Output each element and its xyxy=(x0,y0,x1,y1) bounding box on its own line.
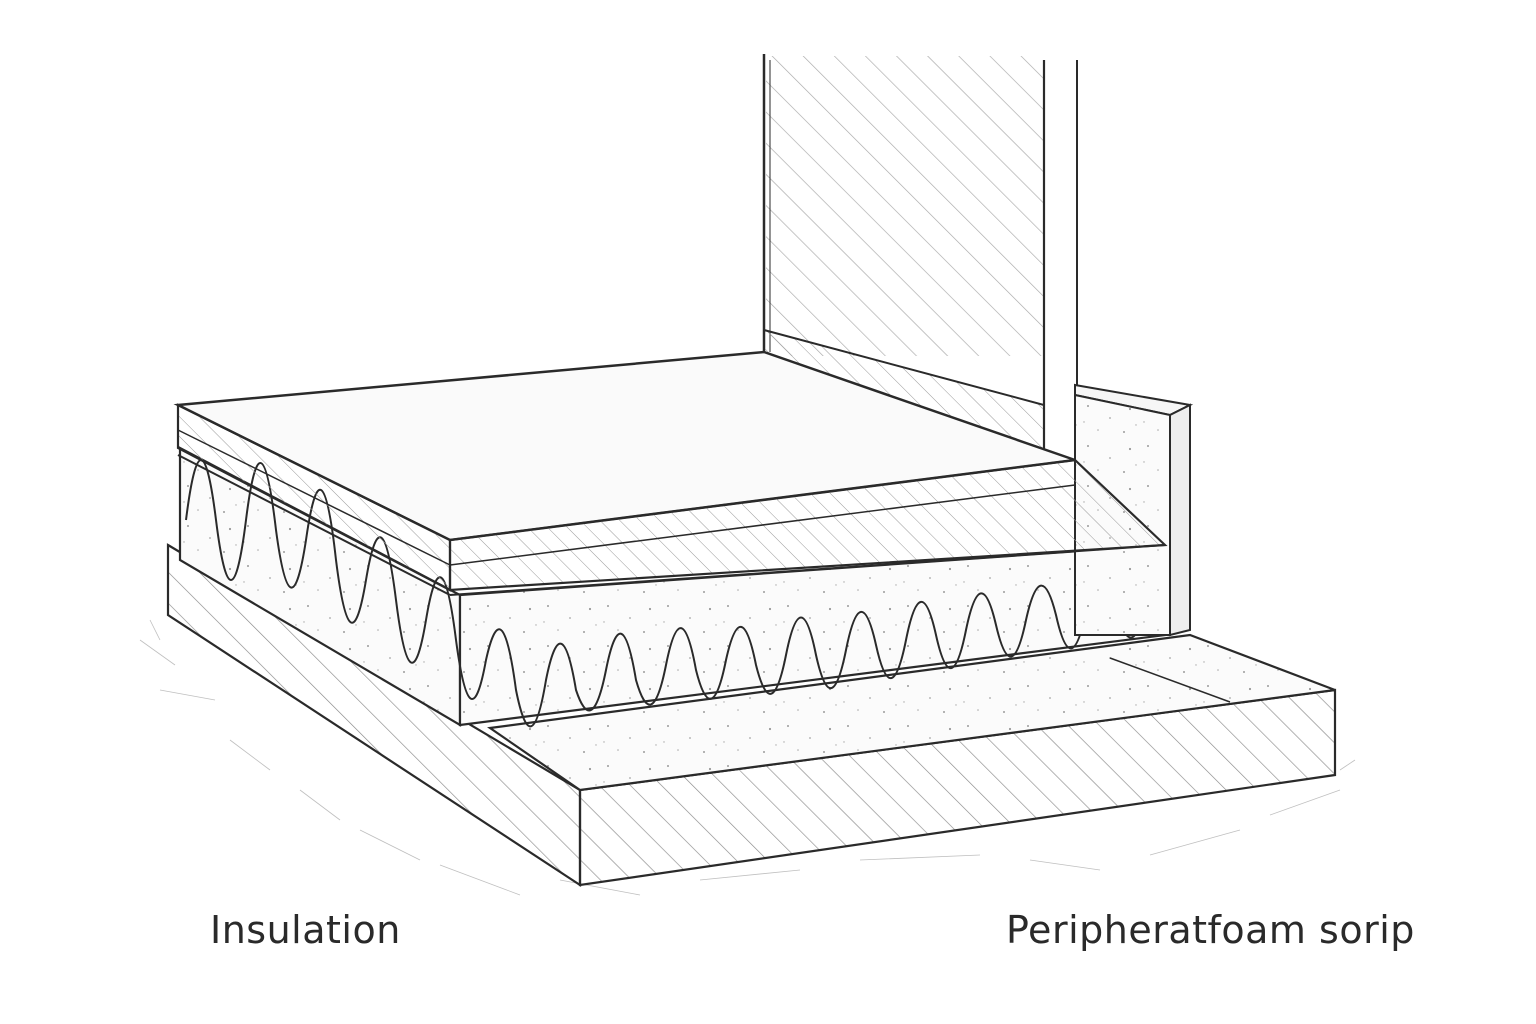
screed-slab xyxy=(173,350,1168,596)
ground-shading xyxy=(139,619,1356,896)
insulation-label: Insulation xyxy=(210,908,401,952)
wall xyxy=(762,54,1078,455)
peripheral-foam-strip-label: Peripheratfoam sorip xyxy=(1006,908,1415,952)
